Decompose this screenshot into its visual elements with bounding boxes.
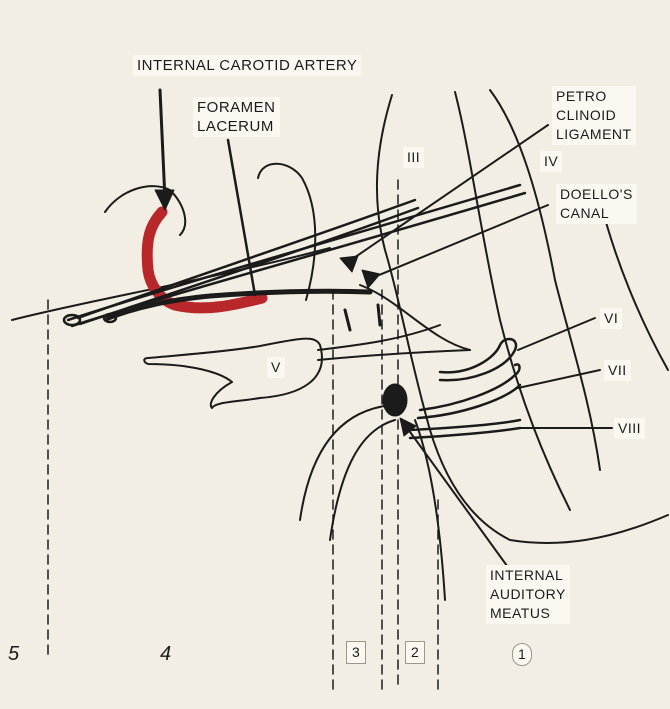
pointer-meatus-head — [400, 418, 416, 436]
outer-bone-contour — [600, 200, 668, 370]
label-foramen-lacerum: FORAMEN LACERUM — [193, 97, 280, 137]
pointer-meatus — [405, 425, 510, 570]
trigeminal-root-lower — [318, 350, 470, 360]
sphenoid-contour — [105, 186, 185, 235]
trigeminal-root — [318, 325, 440, 350]
label-nerve-v: V — [267, 357, 285, 378]
label-internal-carotid-artery: INTERNAL CAROTID ARTERY — [133, 55, 361, 76]
label-section-4: 4 — [156, 644, 176, 665]
label-section-3: 3 — [346, 641, 366, 664]
nerve-vii-loop — [420, 364, 520, 410]
abducens-nerve — [360, 285, 470, 350]
lateral-contour — [490, 90, 600, 470]
auditory-meatus-opening — [383, 384, 407, 416]
label-nerve-vi: VI — [600, 308, 622, 329]
label-nerve-viii: VIII — [614, 418, 645, 439]
nerve-viii-bundle — [410, 420, 520, 430]
pointer-vii — [518, 370, 600, 388]
meatus-lower-contour-2 — [330, 420, 395, 540]
label-doellos-canal: DOELLO'S CANAL — [556, 184, 637, 224]
pointer-vi — [518, 318, 595, 350]
nerve-vii-loop-2 — [418, 385, 520, 418]
label-section-2: 2 — [405, 641, 425, 664]
label-section-1: 1 — [512, 643, 532, 666]
meatus-wall — [415, 420, 445, 600]
pointer-carotid — [160, 90, 165, 200]
pointer-doello-head — [362, 270, 380, 288]
nerve-vi-loop — [440, 339, 516, 380]
nerve-iv-fibre-2 — [72, 193, 525, 326]
label-nerve-vii: VII — [604, 360, 631, 381]
label-section-5: 5 — [4, 644, 24, 665]
meatus-lower-contour — [300, 405, 392, 520]
pointer-petroclinoid-head — [340, 256, 358, 272]
ridge-mark-2 — [378, 305, 380, 325]
label-nerve-iii: III — [403, 147, 424, 168]
trigeminal-ganglion — [144, 339, 322, 408]
label-nerve-iv: IV — [540, 151, 562, 172]
clinoid-process-contour — [258, 164, 315, 300]
label-petroclinoid-ligament: PETRO CLINOID LIGAMENT — [552, 86, 636, 145]
ridge-mark — [345, 310, 350, 330]
pointer-carotid-head — [155, 190, 174, 210]
label-internal-auditory-meatus: INTERNAL AUDITORY MEATUS — [486, 565, 570, 624]
